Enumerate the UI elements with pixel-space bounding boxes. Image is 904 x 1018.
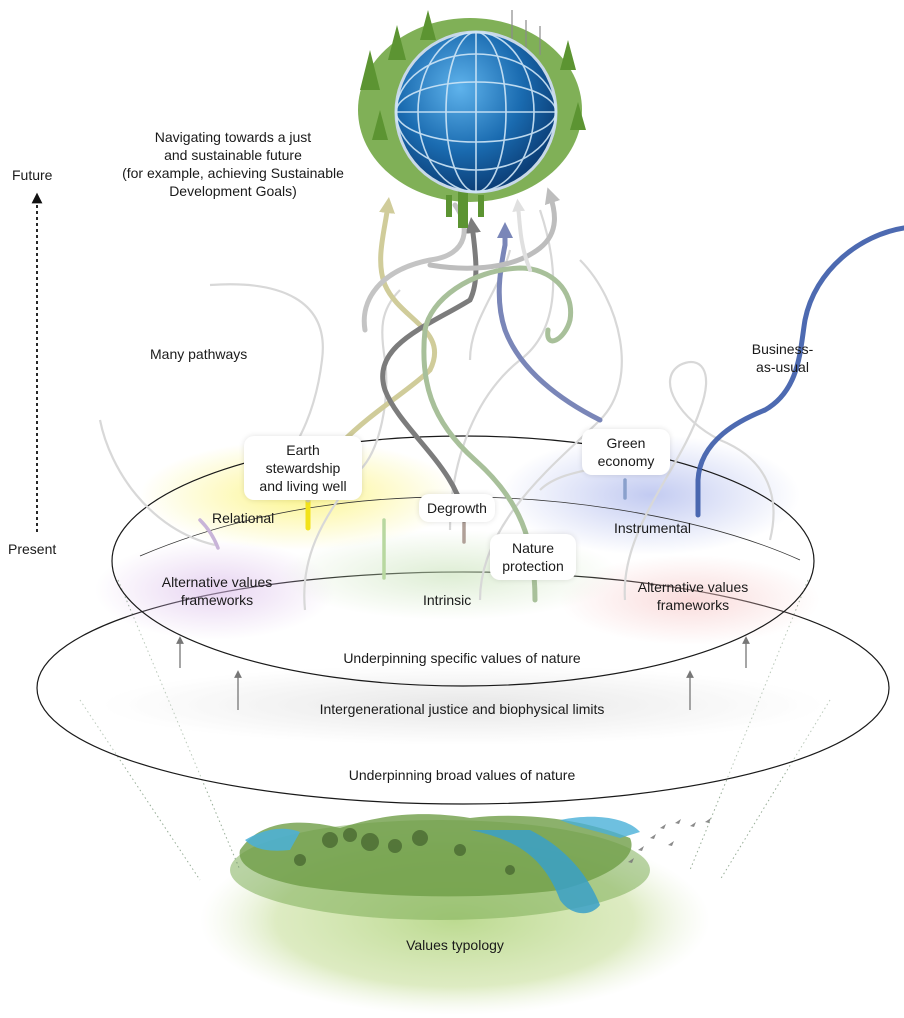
degrowth-label: Degrowth (419, 494, 495, 522)
pathway-green-economy (496, 221, 603, 423)
justice-shadow (103, 665, 823, 745)
justice-limits-label: Intergenerational justice and biophysica… (319, 701, 605, 717)
funnel-dotted-lines (79, 579, 831, 881)
pathway-light-2 (427, 187, 561, 271)
pathway-nature-protection (421, 265, 574, 603)
business-as-usual-label: Business-as-usual (751, 341, 814, 375)
intrinsic-label: Intrinsic (423, 592, 472, 608)
relational-label: Relational (212, 510, 275, 526)
pathway-business-as-usual (695, 225, 904, 518)
birds-icon (628, 818, 711, 863)
specific-values-label: Underpinning specific values of nature (343, 650, 581, 666)
many-pathways-label: Many pathways (150, 346, 248, 362)
values-typology-label: Values typology (406, 937, 504, 953)
specific-values-ellipse (111, 435, 815, 687)
pathway-earth-stewardship (305, 197, 438, 503)
broad-values-label: Underpinning broad values of nature (348, 767, 576, 783)
layer-arrows (176, 636, 750, 710)
present-label: Present (8, 541, 57, 557)
values-typology-landscape (200, 814, 711, 1015)
future-label: Future (12, 167, 53, 183)
pathway-light-3 (512, 198, 532, 272)
globe-icon (358, 10, 586, 228)
instrumental-label: Instrumental (614, 520, 692, 536)
